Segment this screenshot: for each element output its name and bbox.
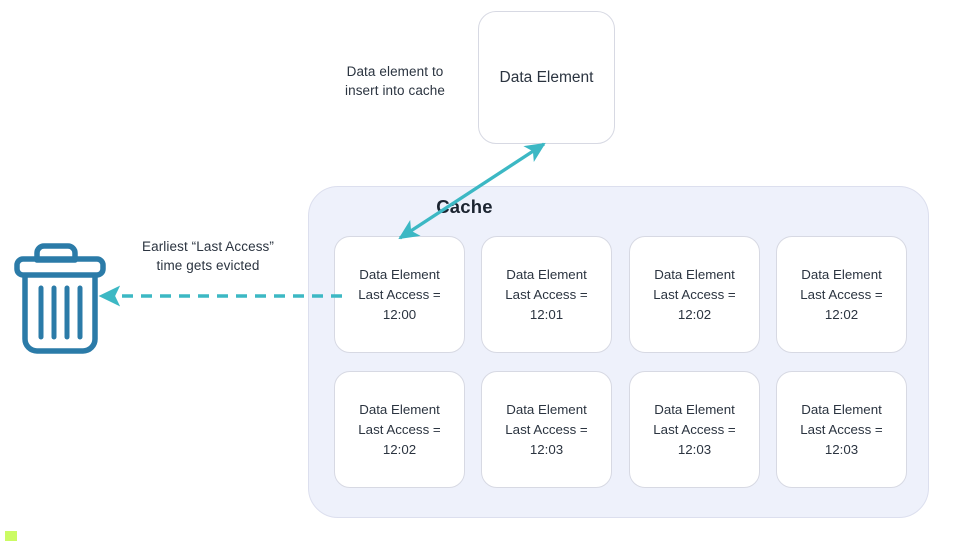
cache-cell-line1: Data Element [654, 401, 735, 417]
cache-cell-line2: Last Access = [800, 286, 883, 302]
cache-title: Cache [436, 196, 493, 217]
green-marker [5, 531, 17, 541]
cache-cell-last-access: 12:02 [824, 306, 859, 322]
cache-cell[interactable]: Data Element Last Access = 12:02 [334, 371, 465, 488]
cache-cell-last-access: 12:02 [677, 306, 712, 322]
cache-cell-line2: Last Access = [505, 421, 588, 437]
cache-cell[interactable]: Data Element Last Access = 12:01 [481, 236, 612, 353]
cache-cell-line1: Data Element [654, 266, 735, 282]
cache-cell[interactable]: Data Element Last Access = 12:02 [776, 236, 907, 353]
cache-cell-last-access: 12:03 [824, 441, 859, 457]
cache-cell-line2: Last Access = [800, 421, 883, 437]
cache-cell-last-access: 12:03 [529, 441, 564, 457]
cache-cell[interactable]: Data Element Last Access = 12:03 [776, 371, 907, 488]
cache-cell-line1: Data Element [801, 401, 882, 417]
insert-annotation-label: Data element to insert into cache [344, 64, 445, 98]
incoming-data-element-node[interactable]: Data Element [478, 11, 615, 144]
cache-cell[interactable]: Data Element Last Access = 12:02 [629, 236, 760, 353]
cache-cell-line2: Last Access = [653, 286, 736, 302]
cache-cell-line1: Data Element [801, 266, 882, 282]
cache-cell-line2: Last Access = [653, 421, 736, 437]
cache-cell-line1: Data Element [506, 401, 587, 417]
cache-cell-last-access: 12:00 [382, 306, 417, 322]
cache-cell[interactable]: Data Element Last Access = 12:03 [629, 371, 760, 488]
trash-can-icon [14, 233, 106, 357]
cache-cell-last-access: 12:01 [529, 306, 564, 322]
cache-cell-line1: Data Element [506, 266, 587, 282]
cache-cell-last-access: 12:03 [677, 441, 712, 457]
cache-cell-line1: Data Element [359, 266, 440, 282]
cache-cell-line1: Data Element [359, 401, 440, 417]
evict-annotation-label: Earliest “Last Access” time gets evicted [142, 239, 274, 273]
cache-cell-line2: Last Access = [358, 421, 441, 437]
cache-cell[interactable]: Data Element Last Access = 12:03 [481, 371, 612, 488]
cache-cell-line2: Last Access = [505, 286, 588, 302]
cache-cell[interactable]: Data Element Last Access = 12:00 [334, 236, 465, 353]
incoming-data-element-label: Data Element [499, 68, 594, 86]
cache-cell-last-access: 12:02 [382, 441, 417, 457]
cache-cell-line2: Last Access = [358, 286, 441, 302]
